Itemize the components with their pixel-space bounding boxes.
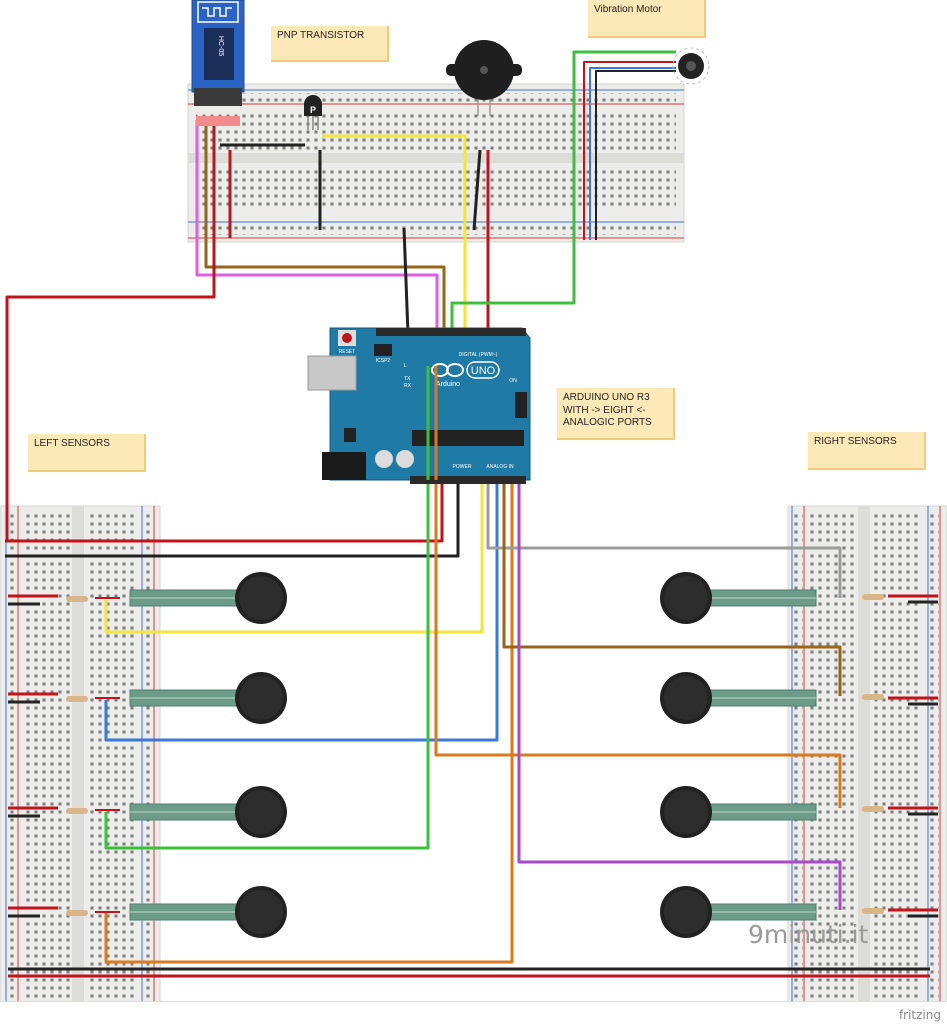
left-breadboard	[0, 505, 161, 1005]
wire-magenta	[195, 120, 439, 334]
wire-orange-right3	[434, 366, 842, 808]
note-arduino-line3: ANALOGIC PORTS	[563, 417, 652, 428]
force-sensor-l4	[129, 886, 287, 938]
note-left-sensors: LEFT SENSORS	[28, 434, 146, 472]
wire-yellow-left1	[104, 482, 484, 634]
left-force-sensors	[129, 572, 287, 938]
note-vibration-motor: Vibration Motor	[588, 0, 706, 38]
icsp-label: ICSP2	[376, 358, 391, 364]
buzzer	[446, 40, 522, 116]
note-arduino: ARDUINO UNO R3 WITH -> EIGHT <- ANALOGIC…	[557, 388, 675, 440]
fritzing-credit: fritzing	[898, 1008, 941, 1022]
force-sensor-r2	[660, 672, 817, 724]
reset-label: RESET	[339, 349, 356, 355]
wire-black-top4	[472, 149, 482, 231]
note-arduino-line2: WITH -> EIGHT <-	[563, 404, 646, 416]
right-resistors	[862, 594, 884, 914]
transistor-mark: P	[310, 105, 316, 115]
rx-label: RX	[404, 383, 412, 389]
arduino-logo: UNO Arduino	[431, 361, 500, 388]
resistor-l4	[66, 910, 88, 916]
watermark: 9minuti.it	[748, 920, 869, 949]
resistor-r3	[862, 806, 884, 812]
note-vibration-motor-text: Vibration Motor	[594, 4, 662, 15]
wire-yellow-top	[322, 134, 467, 334]
note-right-sensors-text: RIGHT SENSORS	[814, 436, 897, 447]
force-sensor-l1	[129, 572, 287, 624]
arduino-logo-text: UNO	[471, 365, 496, 377]
wire-black-top3	[402, 227, 410, 335]
wire-green-motor	[450, 50, 676, 334]
bluetooth-module: HC-05	[191, 0, 245, 126]
resistor-l1	[66, 596, 88, 602]
force-sensor-r1	[660, 572, 817, 624]
note-arduino-line1: ARDUINO UNO R3	[563, 392, 650, 403]
force-sensor-r3	[660, 786, 817, 838]
wire-blue-motor	[589, 67, 676, 240]
arduino-brand-text: Arduino	[436, 381, 460, 388]
arduino-over-wires	[426, 366, 438, 480]
resistor-l2	[66, 696, 88, 702]
force-sensor-l3	[129, 786, 287, 838]
resistor-r2	[862, 694, 884, 700]
vibration-motor	[672, 47, 710, 85]
tx-label: TX	[404, 376, 411, 382]
note-pnp-transistor-text: PNP TRANSISTOR	[277, 30, 365, 41]
wire-green-left3	[104, 366, 430, 850]
wire-black-motor	[595, 70, 676, 240]
wires	[5, 50, 930, 978]
top-breadboard	[187, 83, 685, 243]
resistor-l3	[66, 808, 88, 814]
analog-label: ANALOG IN	[486, 464, 514, 470]
left-sensor-rows	[8, 594, 120, 918]
wire-red-motor	[583, 61, 676, 240]
wire-black-power	[5, 480, 460, 558]
note-right-sensors: RIGHT SENSORS	[808, 432, 926, 470]
force-sensor-r4	[660, 886, 817, 938]
force-sensor-l2	[129, 672, 287, 724]
right-breadboard	[787, 505, 947, 1005]
wire-red-power	[5, 480, 444, 543]
l-label: L	[404, 363, 407, 369]
wire-grey-right1	[486, 482, 842, 598]
footer-bar	[0, 1001, 947, 1024]
resistor-r4	[862, 908, 884, 914]
wire-blue-left2	[104, 482, 499, 742]
arduino-board: UNO Arduino RESET ICSP2 DIGITAL (PWM~) P…	[307, 327, 531, 484]
wire-purple-right4	[517, 482, 842, 910]
left-resistors	[66, 596, 88, 916]
wire-orange-left4	[104, 482, 514, 964]
note-left-sensors-text: LEFT SENSORS	[34, 438, 110, 449]
on-label: ON	[509, 378, 517, 384]
pnp-transistor: P	[304, 95, 322, 130]
digital-label: DIGITAL (PWM~)	[459, 352, 498, 358]
resistor-r1	[862, 594, 884, 600]
note-pnp-transistor: PNP TRANSISTOR	[271, 26, 389, 62]
bluetooth-module-label: HC-05	[217, 36, 224, 56]
wire-brown	[204, 120, 446, 334]
wire-brown-right2	[502, 482, 842, 696]
right-force-sensors	[660, 572, 817, 938]
wire-red-hc05	[5, 120, 216, 540]
power-label: POWER	[453, 464, 472, 470]
right-sensor-rows	[888, 594, 938, 918]
